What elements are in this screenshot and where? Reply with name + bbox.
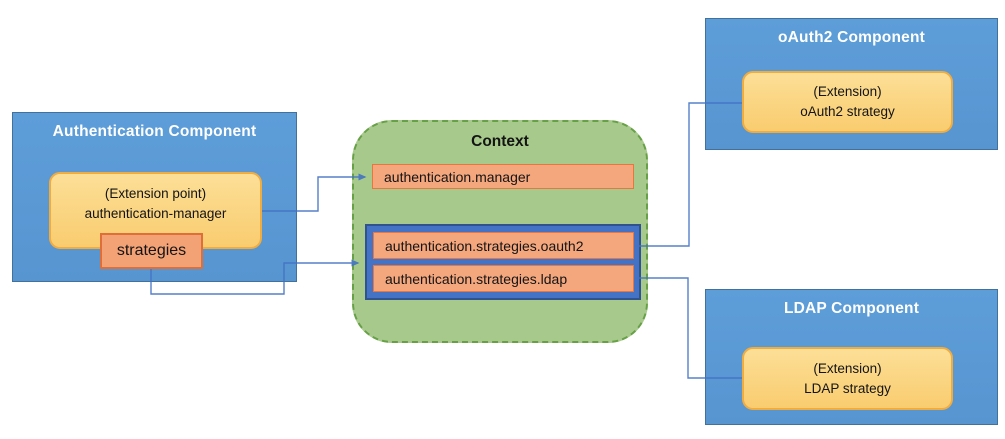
authentication-component-title: Authentication Component: [52, 123, 257, 140]
ldap-component-title: LDAP Component: [783, 300, 920, 317]
extension-point-line2: authentication-manager: [84, 205, 227, 221]
ldap-extension-box: (Extension) LDAP strategy: [742, 347, 953, 410]
oauth2-extension-line1: (Extension): [813, 84, 882, 99]
context-entry-authentication-manager: authentication.manager: [372, 164, 634, 189]
context-entry-strategies-ldap: authentication.strategies.ldap: [373, 265, 634, 292]
oauth2-component-title: oAuth2 Component: [778, 29, 925, 46]
extension-point-box: (Extension point) authentication-manager: [49, 172, 262, 249]
context-entry-strategies-oauth2: authentication.strategies.oauth2: [373, 232, 634, 259]
oauth2-extension-box: (Extension) oAuth2 strategy: [742, 71, 953, 133]
ldap-extension-line2: LDAP strategy: [804, 380, 891, 396]
context-title: Context: [471, 133, 529, 150]
oauth2-extension-line2: oAuth2 strategy: [800, 104, 895, 119]
ldap-extension-line1: (Extension): [813, 360, 882, 376]
strategies-box: strategies: [100, 233, 203, 269]
extension-point-line1: (Extension point): [104, 185, 207, 201]
